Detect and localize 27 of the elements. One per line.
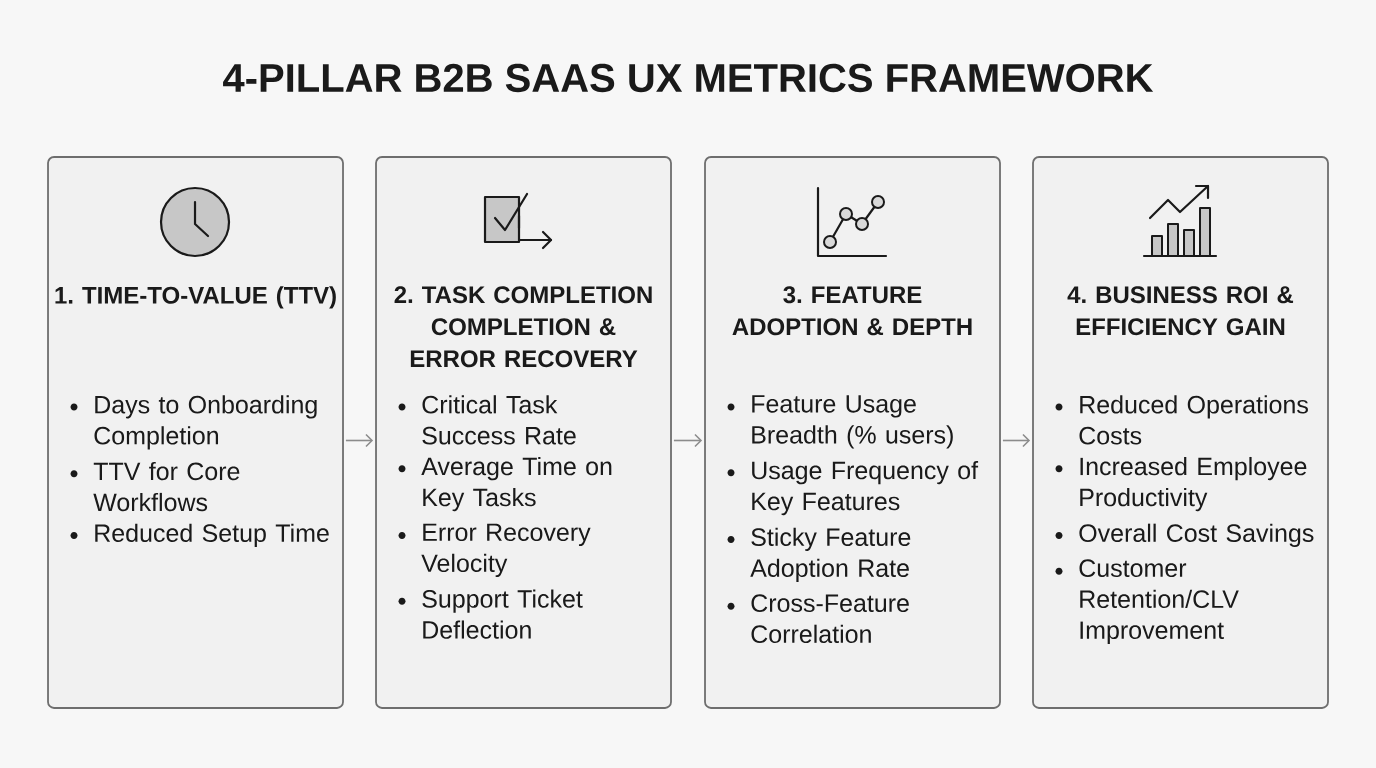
node-label: Overall Cost Savings	[1079, 523, 1314, 547]
node-label: Days to Onboarding Completion	[94, 395, 317, 450]
pillar-card: 1. TIME-TO-VALUE (TTV) Days to Onboarding Completion TTV for Core Workflows Reduced Setup Time	[47, 156, 344, 709]
node-label: Usage Frequency of Key Features	[752, 460, 979, 516]
node-label: Customer Retention/CLV Improvement	[1079, 559, 1239, 645]
pillar-card: 2. TASK COMPLETION COMPLETION & ERROR RECOVERY Critical Task Success Rate Average Time on Key Tasks Error Recovery Velocity Support Ticket Deflection	[375, 156, 672, 709]
node-label: Sticky Feature Adoption Rate	[750, 527, 911, 582]
arrow	[1002, 433, 1031, 448]
node-label: 1. TIME-TO-VALUE (TTV)	[55, 286, 336, 309]
node-label: Increased Employee Productivity	[1080, 456, 1307, 512]
node-label: Average Time on Key Tasks	[421, 456, 612, 512]
node-label: Reduced Setup Time	[95, 523, 329, 547]
node-label: Support Ticket Deflection	[422, 589, 583, 639]
node-label: Feature Usage Breadth (% users)	[752, 395, 953, 449]
node-label: 2. TASK COMPLETION COMPLETION & ERROR RECOVERY	[394, 286, 652, 368]
node-label: Reduced Operations Costs	[1079, 395, 1308, 445]
node-label: Error Recovery Velocity	[421, 523, 591, 578]
title: 4-PILLAR B2B SAAS UX METRICS FRAMEWORK	[223, 63, 1154, 93]
arrow	[345, 433, 374, 448]
node-label: Cross-Feature Correlation	[751, 594, 909, 644]
node-label: 3. FEATURE ADOPTION & DEPTH	[732, 286, 972, 336]
pillar-card: 3. FEATURE ADOPTION & DEPTH Feature Usage Breadth (% users) Usage Frequency of Key Features Sticky Feature Adoption Rate Cross-Feature Correlation	[704, 156, 1001, 709]
arrow	[673, 433, 703, 448]
node-label: 4. BUSINESS ROI & EFFICIENCY GAIN	[1067, 286, 1294, 336]
node-label: Critical Task Success Rate	[422, 395, 576, 445]
pillar-card: 4. BUSINESS ROI & EFFICIENCY GAIN Reduced Operations Costs Increased Employee Productivity Overall Cost Savings Customer Retention/CLV Improvement	[1032, 156, 1329, 709]
node-label: TTV for Core Workflows	[93, 461, 240, 512]
